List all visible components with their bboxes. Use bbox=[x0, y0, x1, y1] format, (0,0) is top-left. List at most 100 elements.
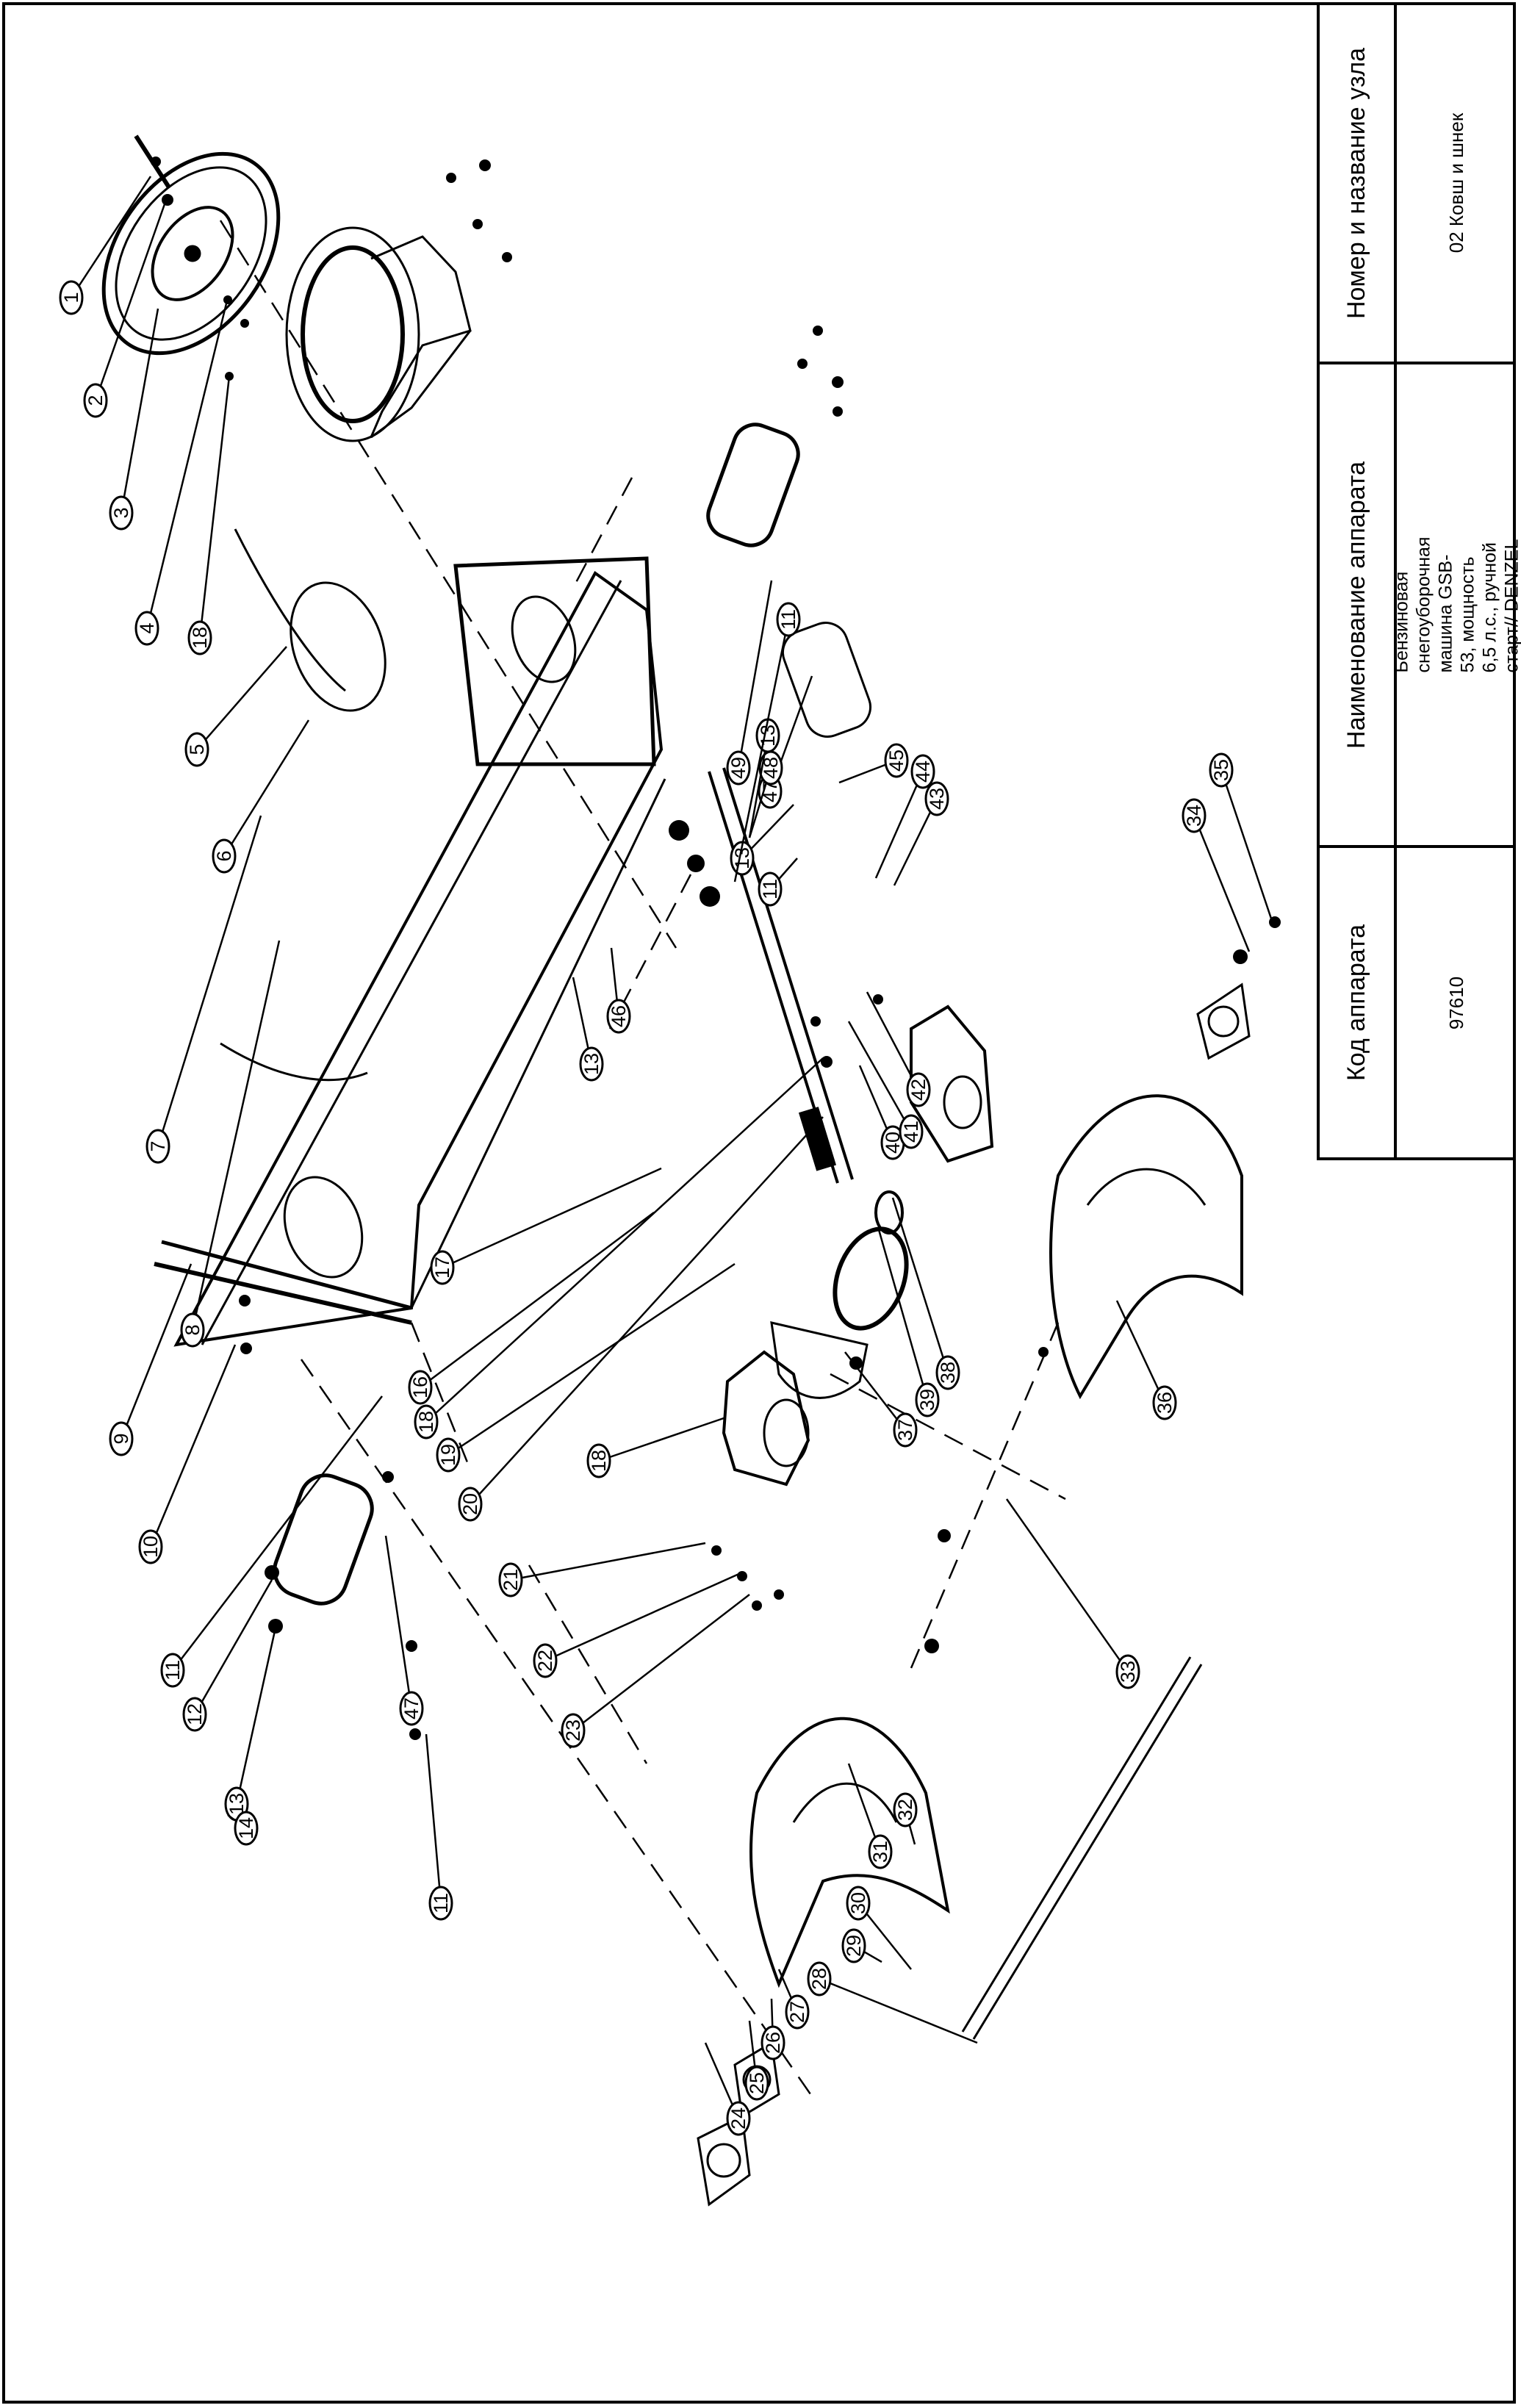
callout-number: 20 bbox=[459, 1493, 481, 1515]
callout-balloon bbox=[458, 1487, 483, 1522]
callout-number: 28 bbox=[808, 1968, 830, 1990]
callout-balloon bbox=[868, 1834, 893, 1869]
callout-43: 43 bbox=[893, 781, 949, 886]
pulley-part bbox=[101, 134, 281, 356]
callout-6: 6 bbox=[212, 719, 310, 874]
callout-number: 11 bbox=[777, 609, 799, 630]
callout-number: 11 bbox=[162, 1660, 184, 1681]
callout-balloon bbox=[579, 1046, 604, 1082]
callout-leader-line bbox=[191, 940, 281, 1331]
callout-12: 12 bbox=[182, 1579, 273, 1732]
callout-number: 8 bbox=[181, 1324, 204, 1335]
callout-leader-line bbox=[844, 1351, 906, 1431]
title-block: Номер и название узла Наименование аппар… bbox=[1317, 4, 1521, 1160]
callout-18: 18 bbox=[414, 1057, 824, 1440]
callout-25: 25 bbox=[744, 2020, 769, 2101]
callout-leader-line bbox=[425, 1057, 824, 1423]
callout-balloon bbox=[726, 750, 751, 786]
callout-number: 19 bbox=[437, 1444, 459, 1466]
callout-number: 45 bbox=[885, 750, 907, 772]
callout-13: 13 bbox=[572, 977, 604, 1082]
callout-32: 32 bbox=[893, 1792, 918, 1845]
callout-number: 3 bbox=[110, 507, 132, 518]
callout-leader-line bbox=[733, 619, 790, 883]
callout-balloon bbox=[561, 1713, 586, 1748]
callout-31: 31 bbox=[847, 1763, 893, 1869]
callout-18: 18 bbox=[187, 375, 231, 655]
callout-balloon bbox=[744, 2066, 769, 2101]
callout-leader-line bbox=[510, 1542, 706, 1581]
callout-number: 5 bbox=[186, 744, 208, 755]
title-block-value-column: 02 Ковш и шнек Бензиновая снегоуборочная… bbox=[1391, 4, 1521, 1157]
callout-24: 24 bbox=[704, 2042, 751, 2136]
callout-balloon bbox=[1115, 1654, 1140, 1689]
callout-number: 16 bbox=[409, 1376, 431, 1398]
callout-leader-line bbox=[877, 1226, 929, 1401]
callout-number: 7 bbox=[147, 1140, 169, 1151]
callout-balloon bbox=[899, 1114, 924, 1149]
device-name-header: Наименование аппарата bbox=[1342, 461, 1371, 749]
assembly-value: 02 Ковш и шнек bbox=[1445, 112, 1468, 254]
callout-balloon bbox=[436, 1437, 461, 1473]
callout-leader-line bbox=[384, 1535, 413, 1709]
callout-balloon bbox=[134, 611, 159, 646]
assembly-value-cell: 02 Ковш и шнек bbox=[1397, 4, 1516, 364]
callout-balloon bbox=[498, 1562, 523, 1597]
callout-number: 37 bbox=[894, 1419, 916, 1441]
callout-balloon bbox=[59, 280, 84, 315]
callout-leader-line bbox=[172, 1395, 383, 1671]
callout-number: 26 bbox=[762, 2032, 784, 2054]
callout-44: 44 bbox=[874, 754, 935, 879]
callout-balloon bbox=[1209, 752, 1234, 788]
callout-27: 27 bbox=[777, 1969, 810, 2030]
gearbox-part bbox=[722, 1004, 994, 1487]
callout-number: 2 bbox=[84, 395, 107, 406]
callout-leader-line bbox=[120, 308, 159, 514]
callout-balloon bbox=[430, 1250, 455, 1285]
callout-leader-line bbox=[70, 176, 152, 298]
callout-leader-line bbox=[748, 735, 769, 838]
callout-balloon bbox=[212, 838, 237, 874]
callout-7: 7 bbox=[145, 815, 262, 1164]
callout-number: 43 bbox=[926, 788, 948, 810]
callout-balloon bbox=[109, 495, 134, 531]
callout-balloon bbox=[776, 602, 801, 637]
callout-balloon bbox=[184, 732, 209, 767]
scraper-bar-part bbox=[961, 1656, 1203, 2040]
callout-39: 39 bbox=[877, 1226, 940, 1417]
callout-number: 18 bbox=[588, 1450, 610, 1472]
callout-number: 6 bbox=[213, 850, 235, 861]
callout-balloon bbox=[906, 1072, 931, 1107]
callout-number: 14 bbox=[235, 1817, 257, 1839]
callout-5: 5 bbox=[184, 646, 287, 767]
callout-3: 3 bbox=[109, 308, 159, 531]
callout-23: 23 bbox=[561, 1594, 750, 1748]
callout-balloon bbox=[160, 1653, 185, 1688]
callout-48: 48 bbox=[748, 750, 783, 838]
callout-leader-line bbox=[196, 646, 287, 750]
callout-number: 12 bbox=[184, 1703, 206, 1725]
callout-number: 13 bbox=[580, 1053, 603, 1075]
callout-29: 29 bbox=[841, 1928, 882, 1963]
callout-balloon bbox=[935, 1355, 960, 1390]
callout-leader-line bbox=[598, 1417, 724, 1462]
callout-47: 47 bbox=[384, 1535, 424, 1726]
callout-leader-line bbox=[223, 719, 310, 857]
device-code-value: 97610 bbox=[1445, 976, 1467, 1029]
callout-46: 46 bbox=[606, 947, 631, 1034]
callout-leader-line bbox=[544, 1571, 743, 1662]
callout-number: 46 bbox=[608, 1005, 630, 1027]
callout-11: 11 bbox=[425, 1733, 453, 1921]
callout-balloon bbox=[606, 999, 631, 1034]
callout-leader-line bbox=[737, 580, 773, 769]
center-lines bbox=[219, 220, 1066, 2102]
callout-leader-line bbox=[1220, 769, 1273, 919]
callout-number: 10 bbox=[140, 1536, 162, 1558]
callout-number: 25 bbox=[746, 2072, 768, 2094]
callout-8: 8 bbox=[180, 940, 281, 1348]
callout-number: 9 bbox=[110, 1433, 132, 1444]
callout-balloon bbox=[145, 1129, 170, 1164]
callout-number: 4 bbox=[136, 622, 158, 633]
